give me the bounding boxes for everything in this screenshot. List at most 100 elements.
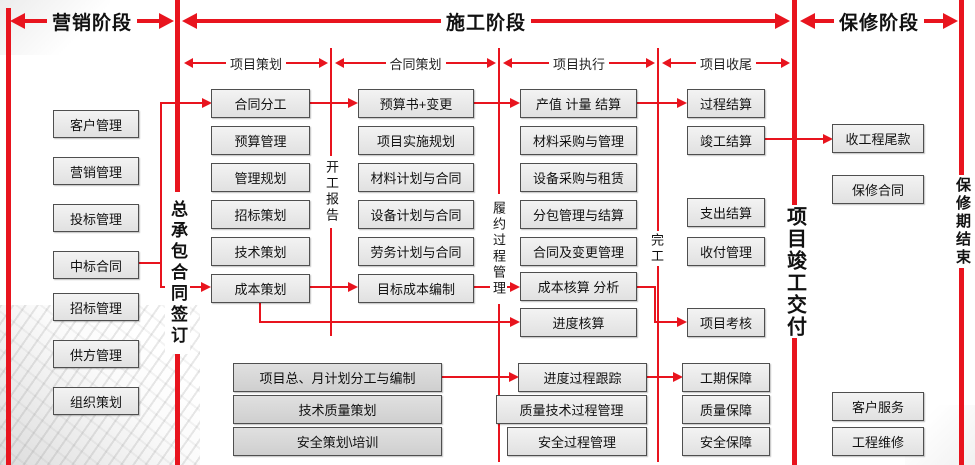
milestone-commencement-report: 开工报告 bbox=[323, 156, 340, 228]
arrow-head-icon bbox=[673, 372, 683, 382]
subcontract-settlement-box: 分包管理与结算 bbox=[520, 200, 637, 229]
implementation-plan-box: 项目实施规划 bbox=[358, 126, 474, 155]
equipment-rental-box: 设备采购与租赁 bbox=[520, 163, 637, 192]
arrow-right-icon bbox=[646, 58, 656, 68]
flow-line bbox=[635, 286, 656, 288]
arrow-head-icon bbox=[677, 98, 687, 108]
phase-arrow-marketing: 营销阶段 bbox=[10, 12, 175, 34]
technical-planning-box: 技术策划 bbox=[211, 237, 310, 266]
flow-line bbox=[440, 376, 511, 378]
safety-planning-training-box: 安全策划\培训 bbox=[233, 427, 442, 456]
quality-technical-process-box: 质量技术过程管理 bbox=[496, 395, 647, 424]
milestone-warranty-period-end: 保修期结束 bbox=[953, 175, 972, 268]
arrow-head-icon bbox=[202, 98, 212, 108]
management-planning-box: 管理规划 bbox=[211, 163, 310, 192]
cost-planning-box: 成本策划 bbox=[211, 274, 310, 303]
winning-contract-box: 中标合同 bbox=[53, 251, 139, 279]
phase-label-marketing: 营销阶段 bbox=[52, 12, 133, 34]
budget-and-change-box: 预算书+变更 bbox=[358, 89, 474, 118]
quality-assurance-box: 质量保障 bbox=[682, 395, 770, 424]
arrow-left-icon bbox=[800, 13, 815, 29]
flow-line bbox=[137, 262, 162, 264]
cost-accounting-analysis-box: 成本核算 分析 bbox=[520, 272, 637, 301]
progress-tracking-box: 进度过程跟踪 bbox=[518, 363, 647, 392]
arrow-right-icon bbox=[781, 58, 791, 68]
tender-management-box: 招标管理 bbox=[53, 293, 139, 321]
safety-process-management-box: 安全过程管理 bbox=[507, 427, 647, 456]
stage-arrow-contracting: 合同策划 bbox=[335, 57, 497, 72]
flow-line bbox=[160, 102, 162, 288]
output-measurement-settlement-box: 产值 计量 结算 bbox=[520, 89, 637, 118]
milestone-completion: 完工 bbox=[648, 231, 665, 266]
phase-label-construction: 施工阶段 bbox=[446, 12, 527, 34]
flow-line bbox=[654, 286, 656, 323]
organization-planning-box: 组织策划 bbox=[53, 387, 139, 415]
project-assessment-box: 项目考核 bbox=[687, 308, 765, 337]
tender-planning-box: 招标策划 bbox=[211, 200, 310, 229]
arrow-head-icon bbox=[677, 317, 687, 327]
boundary-line-start bbox=[6, 8, 11, 465]
milestone-project-completion-handover: 项目竣工交付 bbox=[781, 205, 808, 338]
arrow-head-icon bbox=[201, 282, 211, 292]
milestone-performance-process-management: 履约过程管理 bbox=[490, 194, 507, 304]
material-procurement-box: 材料采购与管理 bbox=[520, 126, 637, 155]
target-cost-compilation-box: 目标成本编制 bbox=[358, 274, 474, 303]
flow-line bbox=[654, 321, 679, 323]
flow-line bbox=[259, 321, 512, 323]
arrow-left-icon bbox=[662, 58, 671, 68]
arrow-left-icon bbox=[182, 13, 197, 29]
stage-label-planning: 项目策划 bbox=[230, 56, 283, 72]
arrow-right-icon bbox=[943, 13, 959, 29]
contract-change-management-box: 合同及变更管理 bbox=[520, 237, 637, 266]
stage-label-execution: 项目执行 bbox=[553, 56, 606, 72]
arrow-head-icon bbox=[348, 282, 358, 292]
arrow-head-icon bbox=[509, 372, 519, 382]
stage-arrow-planning: 项目策划 bbox=[184, 57, 329, 72]
completion-settlement-box: 竣工结算 bbox=[687, 126, 765, 155]
flow-line bbox=[308, 102, 350, 104]
arrow-left-icon bbox=[335, 58, 344, 68]
stage-label-contracting: 合同策划 bbox=[389, 56, 442, 72]
arrow-left-icon bbox=[10, 13, 25, 29]
arrow-left-icon bbox=[184, 58, 193, 68]
flow-line bbox=[472, 102, 512, 104]
stage-arrow-execution: 项目执行 bbox=[503, 57, 656, 72]
arrow-head-icon bbox=[348, 98, 358, 108]
stage-label-closing: 项目收尾 bbox=[700, 56, 753, 72]
flow-line bbox=[160, 102, 205, 104]
stage-arrow-closing: 项目收尾 bbox=[662, 57, 791, 72]
arrow-head-icon bbox=[510, 98, 520, 108]
customer-management-box: 客户管理 bbox=[53, 110, 139, 138]
flow-line bbox=[645, 376, 675, 378]
phase-arrow-construction: 施工阶段 bbox=[182, 12, 791, 34]
payment-management-box: 收付管理 bbox=[687, 237, 765, 266]
material-plan-contract-box: 材料计划与合同 bbox=[358, 163, 474, 192]
arrow-right-icon bbox=[319, 58, 329, 68]
expenditure-settlement-box: 支出结算 bbox=[687, 198, 765, 227]
master-monthly-plan-box: 项目总、月计划分工与编制 bbox=[233, 363, 442, 392]
safety-assurance-box: 安全保障 bbox=[682, 427, 770, 456]
labor-plan-contract-box: 劳务计划与合同 bbox=[358, 237, 474, 266]
arrow-left-icon bbox=[503, 58, 512, 68]
arrow-right-icon bbox=[159, 13, 175, 29]
equipment-plan-contract-box: 设备计划与合同 bbox=[358, 200, 474, 229]
customer-service-box: 客户服务 bbox=[832, 392, 924, 421]
flow-line bbox=[635, 102, 679, 104]
progress-accounting-box: 进度核算 bbox=[520, 308, 637, 337]
arrow-head-icon bbox=[510, 282, 520, 292]
bid-management-box: 投标管理 bbox=[53, 204, 139, 232]
flow-line bbox=[259, 301, 261, 322]
engineering-maintenance-box: 工程维修 bbox=[832, 427, 924, 456]
marketing-management-box: 营销管理 bbox=[53, 157, 139, 185]
supplier-management-box: 供方管理 bbox=[53, 340, 139, 368]
arrow-right-icon bbox=[775, 13, 791, 29]
budget-management-box: 预算管理 bbox=[211, 126, 310, 155]
phase-label-warranty: 保修阶段 bbox=[839, 12, 920, 34]
arrow-head-icon bbox=[823, 134, 833, 144]
schedule-assurance-box: 工期保障 bbox=[682, 363, 770, 392]
flow-line bbox=[308, 286, 350, 288]
arrow-head-icon bbox=[510, 317, 520, 327]
warranty-contract-box: 保修合同 bbox=[832, 175, 924, 204]
arrow-right-icon bbox=[487, 58, 497, 68]
